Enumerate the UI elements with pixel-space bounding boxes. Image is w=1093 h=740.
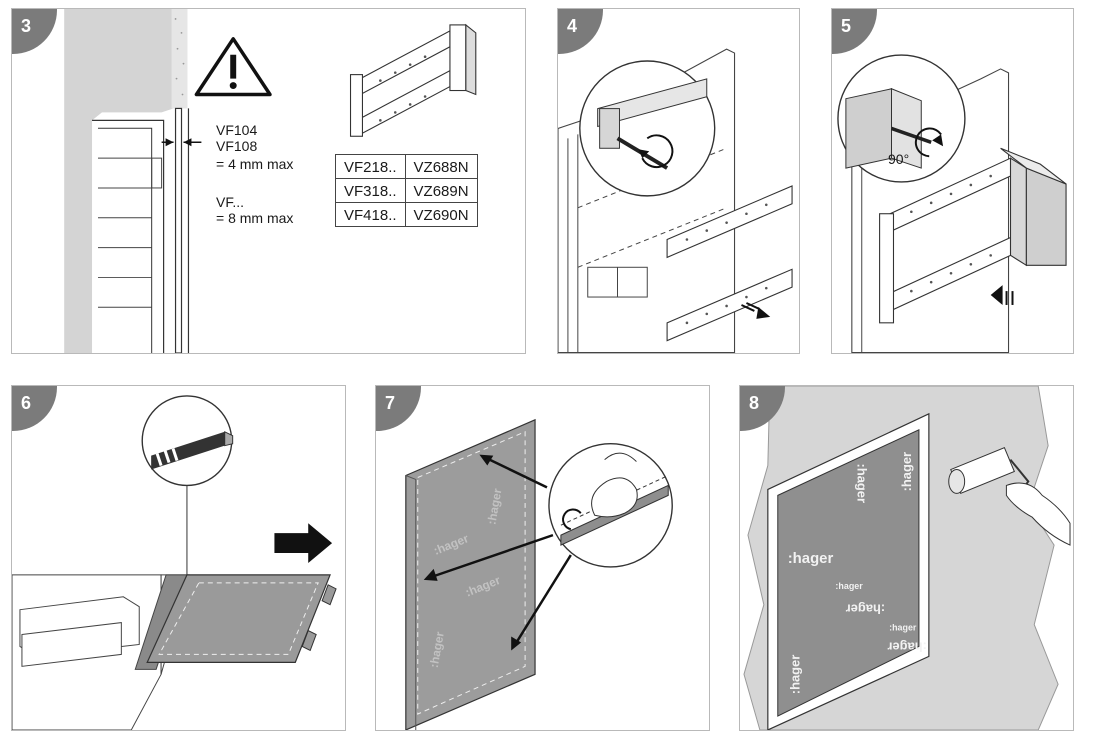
brand-watermark: :hager [854, 464, 869, 503]
table-cell: VZ689N [404, 178, 478, 203]
flush-mount-wall-illustration [64, 9, 477, 353]
table-row: VF418.. VZ690N [335, 202, 478, 227]
table-row: VF318.. VZ689N [335, 178, 478, 203]
table-row: VF218.. VZ688N [335, 154, 478, 179]
remove-rails-illustration [558, 48, 793, 353]
step-5-panel: 5 90° [831, 8, 1074, 354]
step-number-badge: 3 [12, 9, 57, 54]
step-7-panel: 7 :hager :hager :hager :hager [375, 385, 710, 731]
rotate-brackets-illustration [837, 54, 1067, 353]
compatibility-table: VF218.. VZ688N VF318.. VZ689N VF418.. VZ… [335, 154, 478, 227]
model-label: VF... [216, 194, 245, 210]
brand-watermark: :hager [788, 551, 834, 567]
brand-watermark: :hager [484, 487, 504, 526]
brand-watermark: :hager [788, 655, 803, 694]
apply-film-to-cover-illustration: :hager :hager :hager :hager [405, 418, 673, 730]
brand-watermark: :hager [889, 623, 917, 633]
max-gap-label: = 8 mm max [216, 210, 294, 226]
table-cell: VF318.. [335, 178, 406, 203]
model-label: VF108 [216, 138, 258, 154]
step-3-panel: 3 [11, 8, 526, 354]
brand-watermark: :hager [887, 639, 926, 654]
max-gap-label: = 4 mm max [216, 156, 294, 172]
brand-watermark: :hager [835, 581, 863, 591]
step-8-panel: 8 :hager :hager :hager :hager :hager :ha… [739, 385, 1074, 731]
table-cell: VZ688N [404, 154, 478, 179]
cut-protective-film-illustration [12, 395, 337, 730]
table-cell: VF218.. [335, 154, 406, 179]
step-4-panel: 4 [557, 8, 800, 354]
table-cell: VZ690N [404, 202, 478, 227]
table-cell: VF418.. [335, 202, 406, 227]
brand-watermark: :hager [846, 602, 885, 617]
brand-watermark: :hager [899, 452, 914, 491]
brand-watermark: :hager [427, 630, 447, 669]
rotation-angle-label: 90° [888, 151, 910, 167]
paint-wall-illustration: :hager :hager :hager :hager :hager :hage… [743, 386, 1071, 730]
model-label: VF104 [216, 122, 258, 138]
step-6-panel: 6 [11, 385, 346, 731]
